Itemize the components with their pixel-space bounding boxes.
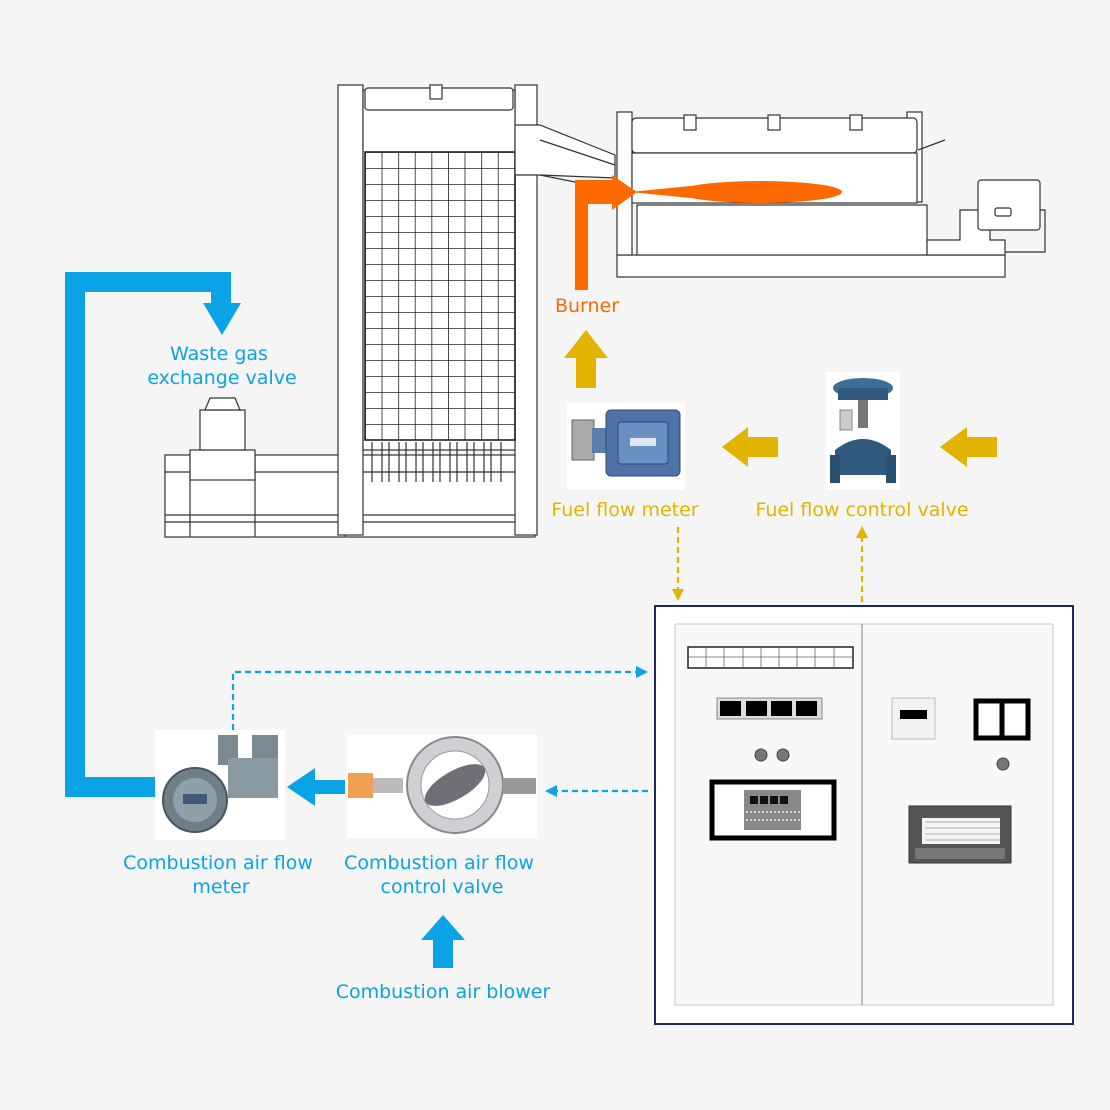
burner-label: Burner	[555, 295, 619, 317]
fuel-left-arrow-icon	[722, 427, 778, 467]
controller-unit	[709, 779, 837, 841]
fuel-flow-control-valve-label: Fuel flow control valve	[755, 499, 968, 521]
paperless-recorder	[908, 805, 1012, 864]
fuel-flow-meter-image	[567, 403, 685, 490]
burner-arrow-icon	[575, 175, 637, 290]
combustion-air-blower-label: Combustion air blower	[336, 981, 551, 1003]
combustion-air-control-valve-label-line1: Combustion air flow	[344, 852, 534, 874]
selector-switch-icon	[776, 748, 790, 762]
waste-gas-valve-label-line2: exchange valve	[147, 367, 296, 389]
combustion-air-flow-meter-label-line2: meter	[192, 876, 249, 898]
regenerator-drawing	[164, 84, 616, 538]
burner-flow: Burner	[555, 175, 842, 317]
regenerator-slots	[371, 442, 502, 482]
fuel-arrows	[564, 330, 997, 467]
digital-meter	[891, 697, 936, 740]
furnace-drawing	[616, 111, 1046, 278]
dual-indicator	[973, 698, 1031, 741]
control-panel	[654, 605, 1074, 1025]
fuel-flow-meter-label: Fuel flow meter	[551, 499, 698, 521]
fuel-up-arrow-icon	[564, 330, 608, 388]
flame-icon	[678, 181, 842, 203]
combustion-air-flow-meter-image	[155, 730, 285, 840]
combustion-air-line: Waste gas exchange valve	[65, 272, 465, 968]
indicator-displays	[716, 697, 823, 720]
combustion-air-flow-meter-label-line1: Combustion air flow	[123, 852, 313, 874]
air-flow-arrow-icon	[287, 768, 345, 806]
fuel-flow-control-valve-image	[826, 372, 900, 490]
waste-gas-valve-label-line1: Waste gas	[170, 343, 268, 365]
combustion-air-control-valve-image	[347, 735, 537, 838]
selector-switch-icon	[996, 757, 1010, 771]
air-duct-arrow-icon	[65, 272, 241, 797]
fuel-inlet-arrow-icon	[940, 427, 997, 467]
combustion-air-control-valve-label-line2: control valve	[381, 876, 504, 898]
selector-switch-icon	[754, 748, 768, 762]
signal-lines	[231, 526, 868, 797]
annunciator-panel	[687, 646, 854, 669]
blower-arrow-icon	[421, 915, 465, 968]
